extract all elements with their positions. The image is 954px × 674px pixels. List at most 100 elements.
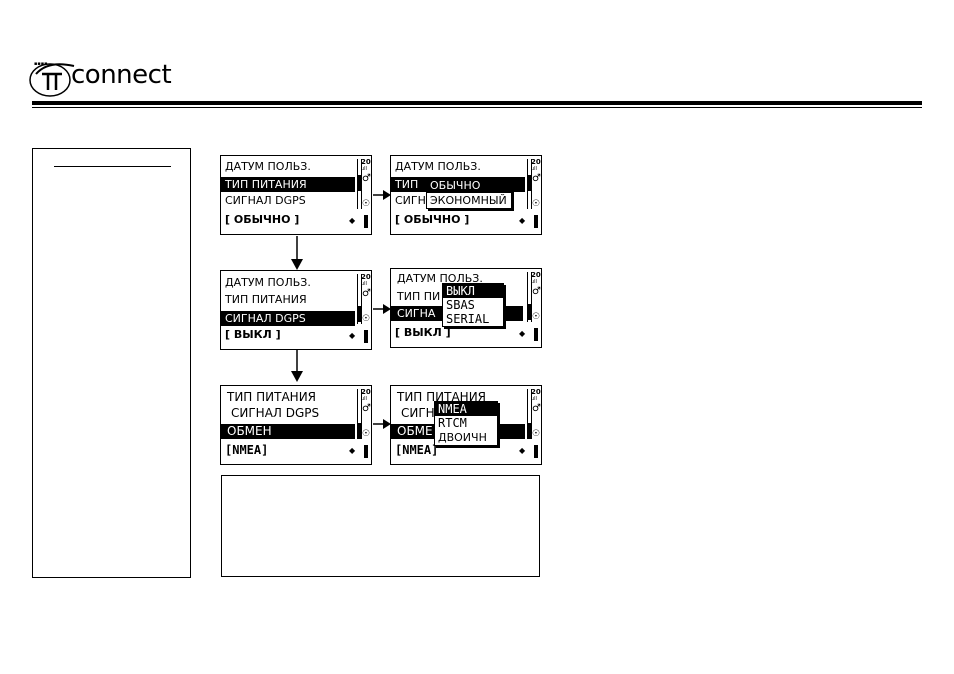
nav-arrows-icon: ◆ xyxy=(519,216,526,225)
current-value: [ ОБЫЧНО ] xyxy=(395,213,470,226)
scroll-thumb xyxy=(528,304,531,320)
status-number: 20 xyxy=(531,271,541,279)
current-value: [NMEA] xyxy=(225,443,269,457)
lcd-screen-3: ДАТУМ ПОЛЬЗ. ТИП ПИТАНИЯ СИГНАЛ DGPS [ В… xyxy=(220,270,372,350)
scroll-thumb xyxy=(528,423,531,439)
option-popup: NMEA RTCM ДВОИЧН xyxy=(434,401,498,446)
popup-option[interactable]: SBAS xyxy=(446,298,475,312)
side-panel-rule xyxy=(54,166,171,167)
popup-option-selected[interactable]: ОБЫЧНО xyxy=(427,178,511,193)
header-rule-thin xyxy=(32,107,922,108)
status-number: 20 xyxy=(531,158,541,166)
battery-icon xyxy=(534,215,538,228)
menu-row: ДАТУМ ПОЛЬЗ. xyxy=(225,160,311,173)
menu-row: ТИП ПИТАНИЯ xyxy=(227,390,317,404)
scroll-thumb xyxy=(358,306,361,322)
logo-text: connect xyxy=(71,60,172,90)
scrollbar xyxy=(357,274,362,324)
current-value: [ ВЫКЛ ] xyxy=(395,326,451,339)
satellite-icon: ♂ xyxy=(532,286,541,297)
scrollbar xyxy=(527,389,532,439)
satellite-icon: ♂ xyxy=(362,403,371,414)
scroll-thumb xyxy=(358,175,361,191)
menu-row-selected: ТИП ПИТАНИЯ xyxy=(221,177,355,192)
battery-icon xyxy=(534,445,538,458)
arrow-right-3 xyxy=(373,419,391,429)
current-value: [ ОБЫЧНО ] xyxy=(225,213,300,226)
arrow-down-1 xyxy=(291,236,303,270)
signal-bars-icon: ull xyxy=(531,396,537,402)
scrollbar xyxy=(527,272,532,322)
menu-row: ТИП ПИТАНИЯ xyxy=(225,293,307,306)
lcd-screen-1: ДАТУМ ПОЛЬЗ. ТИП ПИТАНИЯ СИГНАЛ DGPS [ О… xyxy=(220,155,372,235)
battery-icon xyxy=(364,445,368,458)
satellite-icon: ♂ xyxy=(362,173,371,184)
option-popup: ВЫКЛ SBAS SERIAL xyxy=(442,283,504,327)
menu-row: ТИП ПИ xyxy=(397,290,441,303)
menu-row-selected: СИГНАЛ DGPS xyxy=(221,311,355,326)
current-value: [ ВЫКЛ ] xyxy=(225,328,281,341)
menu-row: ДАТУМ ПОЛЬЗ. xyxy=(397,272,483,285)
nav-arrows-icon: ◆ xyxy=(349,331,356,340)
scroll-thumb xyxy=(358,423,361,439)
signal-bars-icon: ull xyxy=(361,166,367,172)
popup-option[interactable]: SERIAL xyxy=(446,312,490,326)
gps-icon: ☉ xyxy=(532,199,541,209)
menu-row: ДАТУМ ПОЛЬЗ. xyxy=(395,160,481,173)
battery-icon xyxy=(364,330,368,343)
signal-bars-icon: ull xyxy=(361,281,367,287)
arrow-right-1 xyxy=(373,190,391,200)
popup-option-selected[interactable]: ВЫКЛ xyxy=(443,284,503,298)
gps-icon: ☉ xyxy=(362,314,371,324)
menu-row: СИГН xyxy=(401,406,435,420)
satellite-icon: ♂ xyxy=(532,403,541,414)
note-box xyxy=(221,475,540,577)
menu-row-selected: ОБМЕН xyxy=(221,424,355,439)
popup-option[interactable]: ЭКОНОМНЫЙ xyxy=(430,194,507,207)
signal-bars-icon: ull xyxy=(361,396,367,402)
lcd-screen-2: ДАТУМ ПОЛЬЗ. ТИП СИГН [ ОБЫЧНО ] 20 ull … xyxy=(390,155,542,235)
scrollbar xyxy=(527,159,532,209)
menu-row: СИГНАЛ DGPS xyxy=(225,194,306,207)
nav-arrows-icon: ◆ xyxy=(349,446,356,455)
menu-row: ТИП ПИТАНИЯ xyxy=(397,390,487,404)
connect-logo: ▪▪▪▪ connect xyxy=(28,52,172,100)
battery-icon xyxy=(534,328,538,341)
signal-bars-icon: ull xyxy=(531,279,537,285)
scrollbar xyxy=(357,389,362,439)
battery-icon xyxy=(364,215,368,228)
menu-row: СИГНАЛ DGPS xyxy=(231,406,320,420)
gps-icon: ☉ xyxy=(532,312,541,322)
scrollbar xyxy=(357,159,362,209)
lcd-screen-4: ДАТУМ ПОЛЬЗ. ТИП ПИ СИГНА [ ВЫКЛ ] 20 ul… xyxy=(390,268,542,348)
gps-icon: ☉ xyxy=(532,429,541,439)
menu-row: ДАТУМ ПОЛЬЗ. xyxy=(225,276,311,289)
nav-arrows-icon: ◆ xyxy=(349,216,356,225)
status-number: 20 xyxy=(361,273,371,281)
status-number: 20 xyxy=(361,388,371,396)
arrow-down-2 xyxy=(291,350,303,382)
popup-option[interactable]: RTCM xyxy=(438,416,467,430)
nav-arrows-icon: ◆ xyxy=(519,446,526,455)
side-panel xyxy=(32,148,191,578)
svg-text:▪▪▪▪: ▪▪▪▪ xyxy=(34,61,48,67)
lcd-screen-6: ТИП ПИТАНИЯ СИГН ОБМЕ [NMEA] 20 ull ♂ ☉ … xyxy=(390,385,542,465)
menu-row: СИГН xyxy=(395,194,426,207)
status-number: 20 xyxy=(531,388,541,396)
gps-icon: ☉ xyxy=(362,429,371,439)
current-value: [NMEA] xyxy=(395,443,439,457)
scroll-thumb xyxy=(528,175,531,191)
status-number: 20 xyxy=(361,158,371,166)
satellite-icon: ♂ xyxy=(362,288,371,299)
satellite-icon: ♂ xyxy=(532,173,541,184)
arrow-right-2 xyxy=(373,304,391,314)
lcd-screen-5: ТИП ПИТАНИЯ СИГНАЛ DGPS ОБМЕН [NMEA] 20 … xyxy=(220,385,372,465)
signal-bars-icon: ull xyxy=(531,166,537,172)
popup-option[interactable]: ДВОИЧН xyxy=(438,431,487,444)
header-rule-thick xyxy=(32,101,922,105)
option-popup: ОБЫЧНО ЭКОНОМНЫЙ xyxy=(426,177,512,209)
nav-arrows-icon: ◆ xyxy=(519,329,526,338)
logo-mark-icon: ▪▪▪▪ xyxy=(29,61,75,97)
popup-option-selected[interactable]: NMEA xyxy=(435,402,497,416)
gps-icon: ☉ xyxy=(362,199,371,209)
